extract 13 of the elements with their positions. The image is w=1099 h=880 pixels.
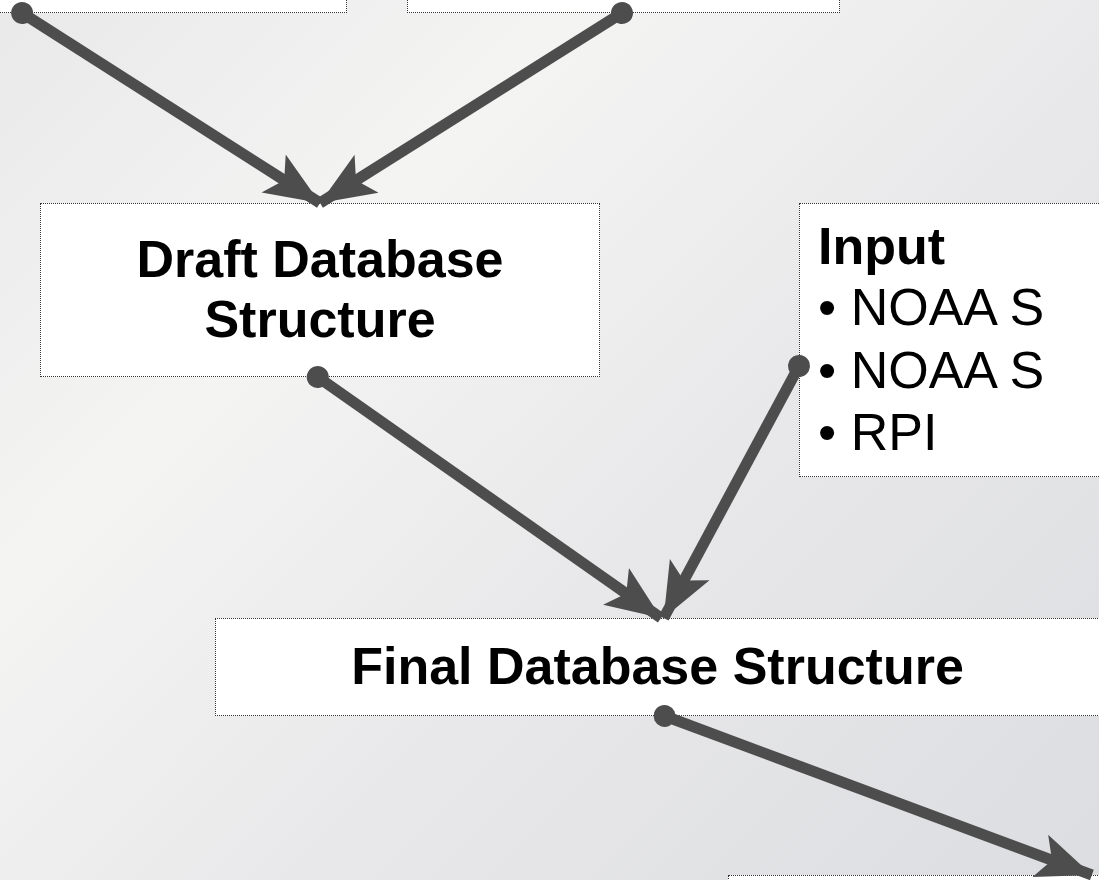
arrow [317, 2, 633, 208]
arrow [653, 705, 1094, 880]
box-heading: Final Database Structure [351, 637, 964, 697]
bullet-item: • NOAA S [818, 277, 1045, 339]
box-heading: Draft Database Structure [135, 230, 505, 350]
arrow [658, 355, 810, 621]
bullet-item: • RPI [818, 402, 938, 464]
bullet-item: • NOAA S [818, 339, 1045, 401]
process-box [215, 618, 1099, 716]
arrow [11, 2, 323, 208]
box-heading: Input [818, 216, 946, 277]
input-list-box [799, 203, 1099, 477]
process-box [40, 203, 600, 377]
